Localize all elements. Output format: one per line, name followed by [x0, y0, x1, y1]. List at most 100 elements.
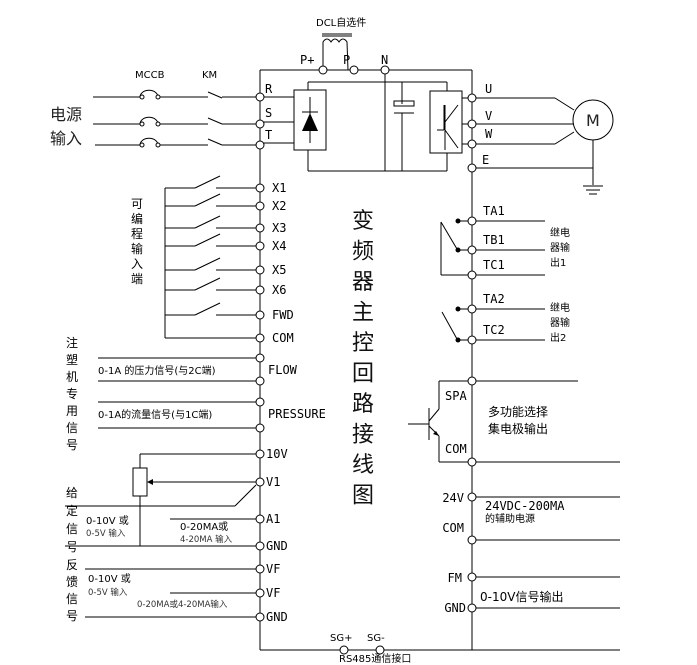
label-x3: X3 — [272, 221, 286, 235]
terminal-feedback-gnd-2[interactable] — [255, 612, 265, 622]
collector-output-wiring — [408, 380, 620, 463]
terminal-sg-plus[interactable] — [339, 645, 349, 655]
label-e: E — [482, 153, 489, 167]
label-t: T — [265, 128, 272, 142]
terminal-ta2[interactable] — [467, 304, 477, 314]
title-char: 图 — [352, 484, 374, 509]
terminal-x2[interactable] — [255, 201, 265, 211]
dcl-inductor: DCL自选件 P+ P N — [300, 16, 388, 71]
terminal-tb1[interactable] — [467, 245, 477, 255]
terminal-pressure-2[interactable] — [255, 423, 265, 433]
terminal-feedback-vf-1[interactable] — [255, 588, 265, 598]
label-given-a1: A1 — [266, 512, 280, 526]
label-tb1: TB1 — [483, 233, 505, 247]
title-char: 线 — [352, 453, 374, 478]
given-label-char: 号 — [66, 540, 78, 554]
terminal-spa[interactable] — [467, 376, 477, 386]
relay2-label: 器输 — [550, 316, 570, 329]
terminal-u[interactable] — [467, 93, 477, 103]
terminal-given-v1[interactable] — [255, 477, 265, 487]
terminal-p-plus[interactable] — [318, 65, 328, 75]
terminal-given-10v[interactable] — [255, 449, 265, 459]
terminal-24v[interactable] — [467, 492, 477, 502]
sg-minus-label: SG- — [367, 633, 385, 644]
label-com-spa: COM — [445, 442, 467, 456]
title-char: 频 — [352, 240, 374, 265]
rectifier-block — [260, 89, 327, 151]
terminal-flow-1[interactable] — [255, 353, 265, 363]
given-voltage-desc-2: 0-5V 输入 — [86, 528, 126, 539]
terminal-n[interactable] — [380, 65, 390, 75]
p-label: P — [343, 53, 350, 67]
terminal-x6[interactable] — [255, 285, 265, 295]
power-input-lines: MCCB KM 电源 输入 — [50, 70, 260, 148]
collector-output-desc: 多功能选择 — [488, 405, 548, 419]
feedback-current-desc: 0-20MA或4-20MA输入 — [137, 599, 228, 610]
terminal-p[interactable] — [349, 65, 359, 75]
given-voltage-desc-1: 0-10V 或 — [86, 515, 129, 527]
terminal-sg-minus[interactable] — [375, 645, 385, 655]
label-s: S — [265, 106, 272, 120]
power-input-label-2: 输入 — [50, 129, 82, 148]
terminal-w[interactable] — [467, 139, 477, 149]
mccb-breakers — [139, 89, 161, 148]
relay2-label: 继电 — [550, 301, 570, 314]
title-char: 路 — [352, 392, 374, 417]
terminal-given-a1[interactable] — [255, 514, 265, 524]
terminal-gnd-out[interactable] — [467, 603, 477, 613]
injection-label-char: 号 — [66, 438, 78, 452]
terminal-pressure-1[interactable] — [255, 397, 265, 407]
label-v: V — [485, 109, 492, 123]
terminal-t[interactable] — [255, 140, 265, 150]
terminal-flow-2[interactable] — [255, 376, 265, 386]
label-x2: X2 — [272, 199, 286, 213]
terminal-fm[interactable] — [467, 572, 477, 582]
terminal-s[interactable] — [255, 119, 265, 129]
n-label: N — [381, 53, 388, 67]
terminal-tc2[interactable] — [467, 335, 477, 345]
motor-output: M — [472, 97, 614, 195]
injection-molding-signals: 0-1A 的压力信号(与2C端) 0-1A的流量信号(与1C端) FLOW PR… — [98, 357, 326, 429]
terminal-com[interactable] — [255, 333, 265, 343]
terminal-feedback-vf-0[interactable] — [255, 564, 265, 574]
terminal-com-aux[interactable] — [467, 535, 477, 545]
terminal-v[interactable] — [467, 119, 477, 129]
terminal-e[interactable] — [467, 163, 477, 173]
terminal-com-spa[interactable] — [467, 457, 477, 467]
terminal-x3[interactable] — [255, 223, 265, 233]
pressure-terminal-label: PRESSURE — [268, 407, 326, 421]
power-input-label-1: 电源 — [50, 105, 82, 124]
potentiometer — [132, 467, 148, 497]
ground-icon — [583, 185, 603, 195]
terminal-x4[interactable] — [255, 241, 265, 251]
prog-input-label-char: 可 — [131, 197, 143, 211]
terminal-ta1[interactable] — [467, 216, 477, 226]
flow-terminal-label: FLOW — [268, 363, 298, 377]
terminal-fwd[interactable] — [255, 310, 265, 320]
label-given-v1: V1 — [266, 475, 280, 489]
label-x4: X4 — [272, 239, 286, 253]
terminal-given-gnd[interactable] — [255, 541, 265, 551]
label-fm: FM — [448, 571, 462, 585]
title-char: 接 — [352, 423, 374, 448]
feedback-label-char: 馈 — [66, 575, 78, 589]
given-current-desc-2: 4-20MA 输入 — [180, 534, 233, 545]
injection-label-char: 信 — [66, 421, 78, 435]
given-current-desc-1: 0-20MA或 — [180, 521, 228, 533]
label-given-10v: 10V — [266, 447, 288, 461]
label-feedback-vf: VF — [266, 562, 280, 576]
terminal-x5[interactable] — [255, 265, 265, 275]
given-label-char: 定 — [66, 503, 78, 518]
prog-input-label-char: 编 — [131, 211, 143, 226]
terminal-x1[interactable] — [255, 183, 265, 193]
label-given-gnd: GND — [266, 539, 288, 553]
label-w: W — [485, 127, 493, 141]
terminal-tc1[interactable] — [467, 270, 477, 280]
aux-power-desc-1: 24VDC-200MA — [485, 499, 565, 513]
km-contactors — [207, 91, 260, 146]
title-char: 控 — [352, 331, 374, 356]
terminal-r[interactable] — [255, 92, 265, 102]
